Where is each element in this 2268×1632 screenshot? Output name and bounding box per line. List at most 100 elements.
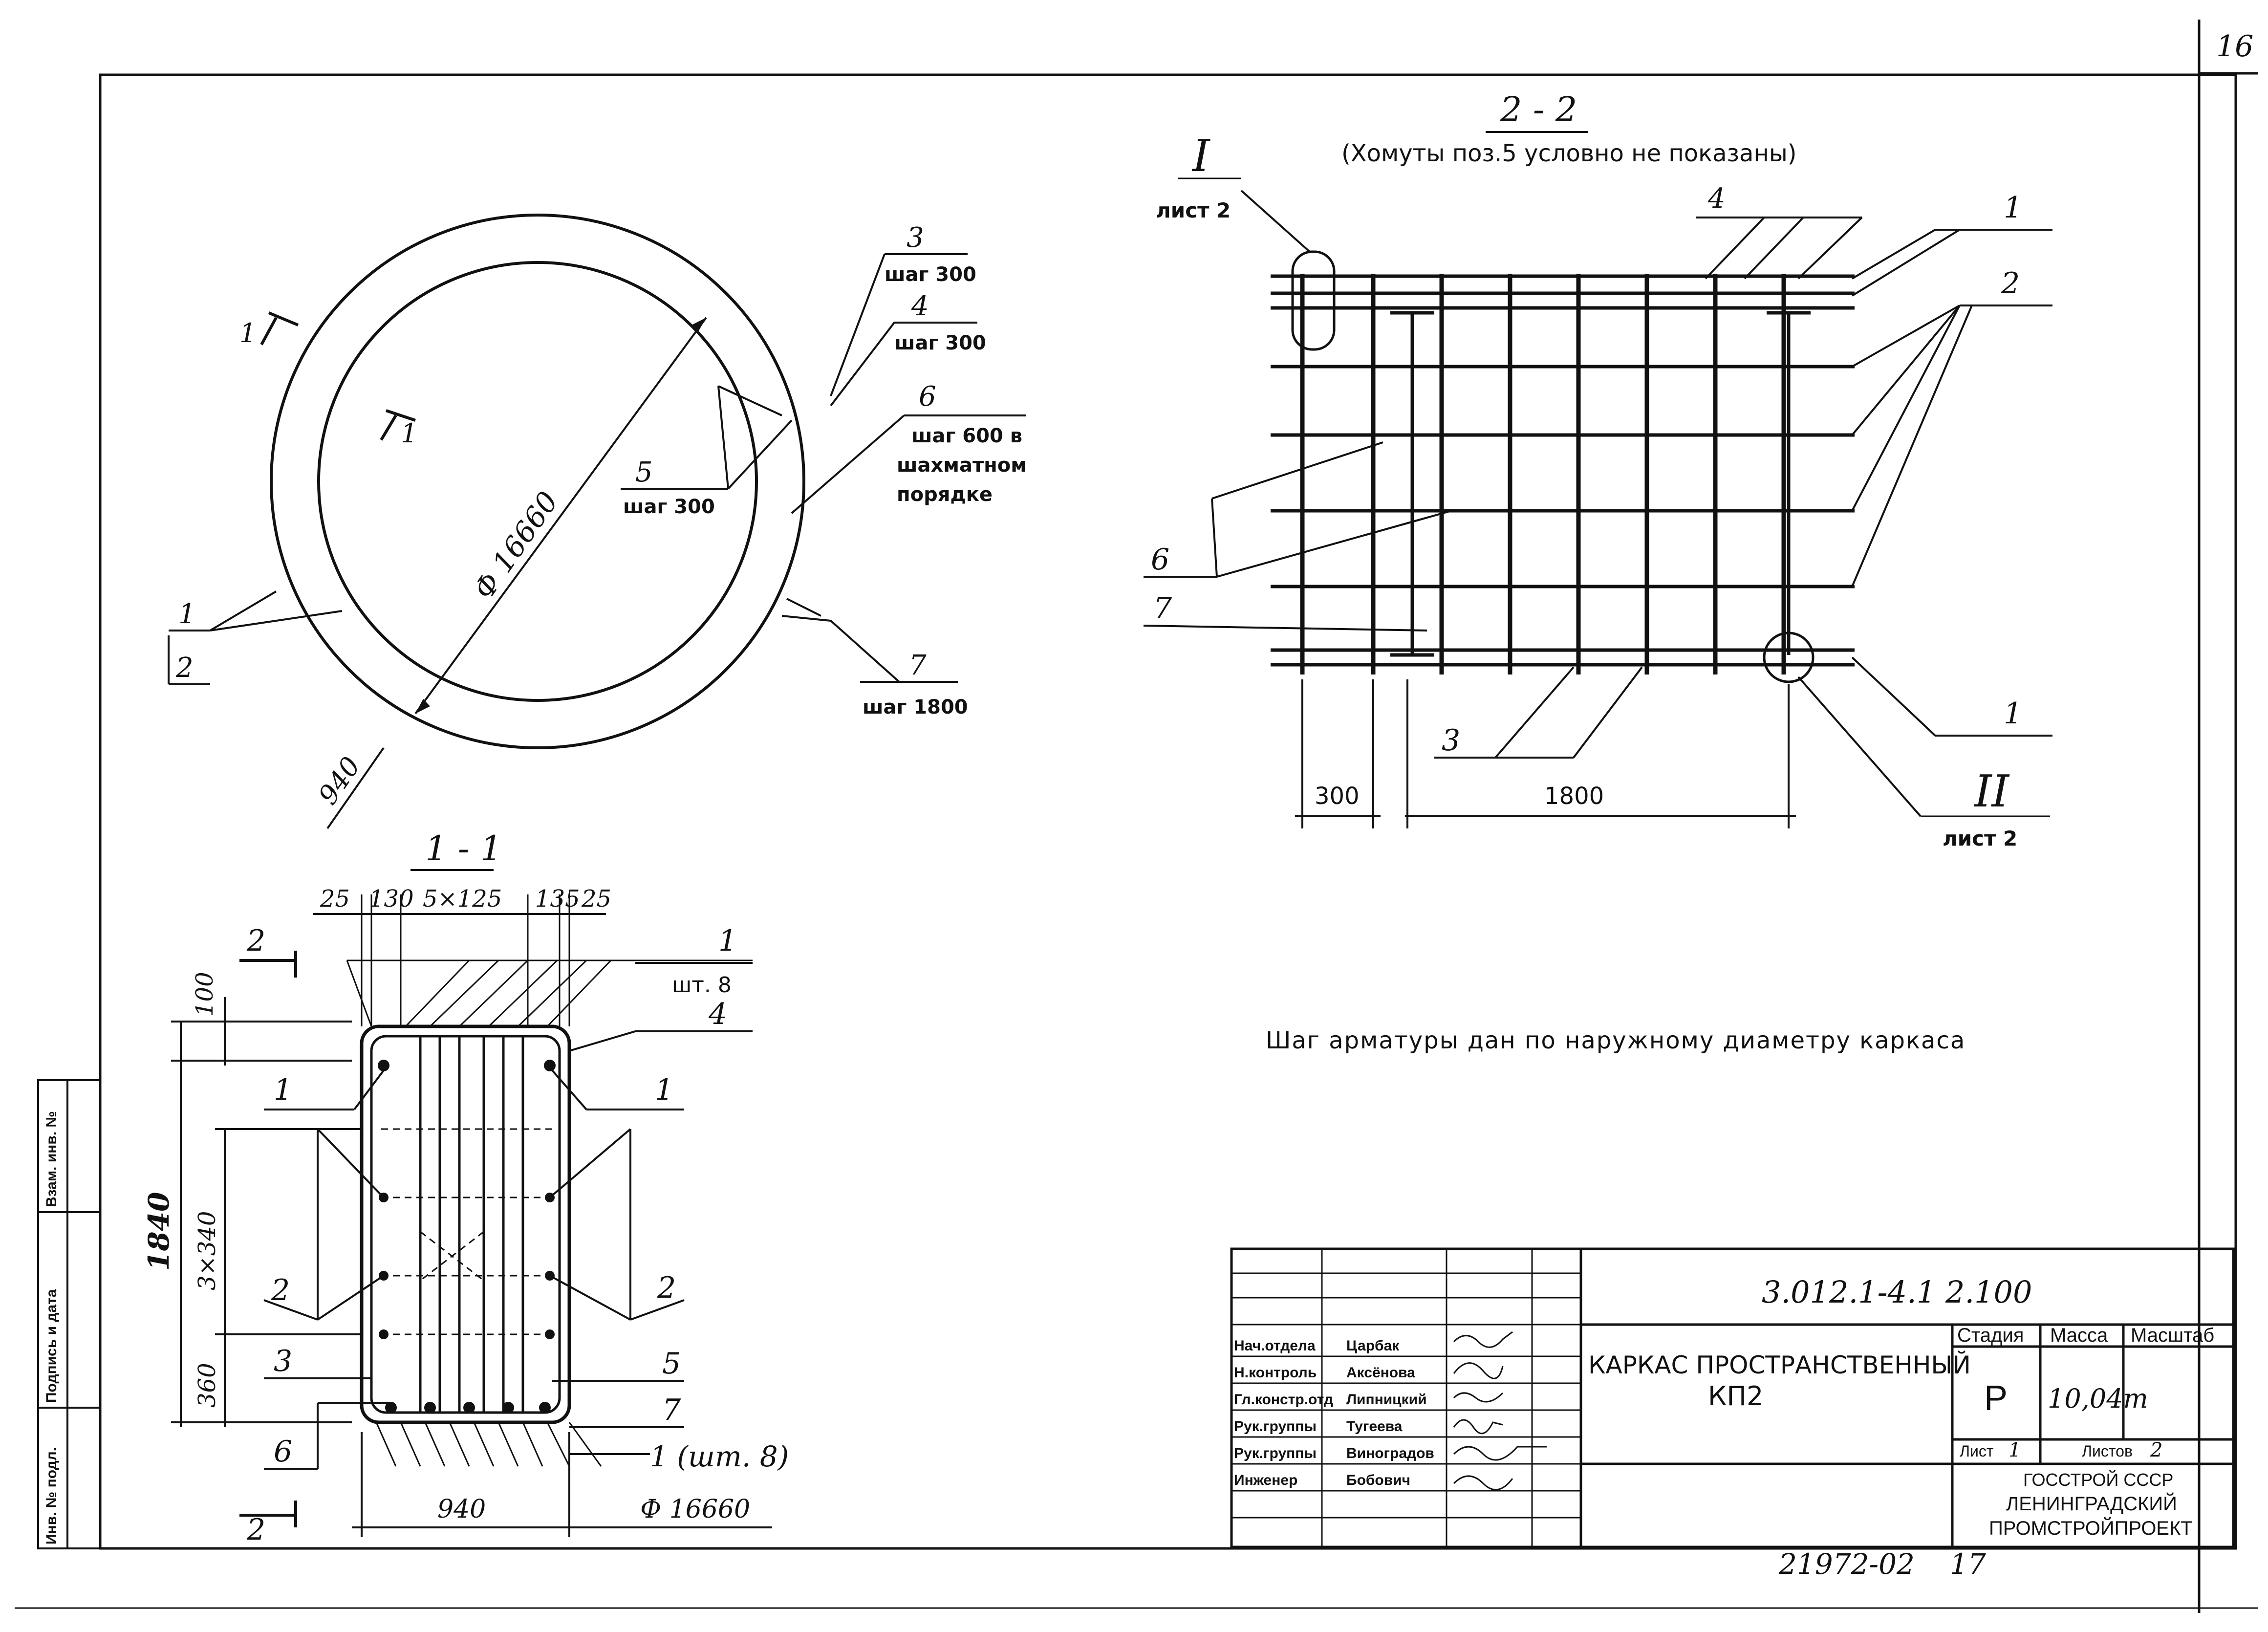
sec11-pos1-bottom: 1 (шт. 8) (650, 1440, 789, 1473)
side-stamp-inv: Инв. № подл. (43, 1447, 60, 1545)
sec22-node1-sheet: лист 2 (1156, 198, 1231, 222)
sec22-pos1-bottom: 1 (2004, 696, 2022, 731)
tb-stage: Р (1984, 1379, 2008, 1418)
tb-staff-name: Аксёнова (1346, 1365, 1415, 1381)
sec11-title: 1 - 1 (425, 828, 502, 869)
sec11-dim135: 135 (535, 885, 580, 913)
sec11-cut-bottom: 2 (246, 1513, 265, 1547)
title-block: 3.012.1-4.1 2.100 КАРКАС ПРОСТРАНСТВЕННЫ… (1230, 1247, 2235, 1548)
tb-staff: Нач.отдела Царбак Н.контроль Аксёнова Гл… (1234, 1338, 1434, 1488)
plan-callout-7: 7 (909, 650, 927, 681)
tb-org-2: ЛЕНИНГРАДСКИЙ (2006, 1492, 2177, 1515)
sec11-pos3: 3 (274, 1344, 292, 1378)
tb-mass: 10,04т (2048, 1383, 2148, 1414)
plan-callout-6: 6 (919, 381, 936, 413)
sec11-pos4: 4 (708, 997, 727, 1031)
section-2-2: 2 - 2 (Хомуты поз.5 условно не показаны)… (1143, 89, 2052, 850)
sec11-dim1840: 1840 (142, 1192, 175, 1271)
sec11-pos2-left: 2 (271, 1273, 290, 1307)
tb-doc-code: 3.012.1-4.1 2.100 (1762, 1274, 2032, 1310)
sec22-node2: II (1973, 766, 2010, 817)
sec22-dim1800: 1800 (1544, 783, 1604, 810)
tb-col-scale: Масштаб (2131, 1325, 2214, 1346)
sec22-pos3: 3 (1442, 723, 1460, 758)
section-1-1: 1 - 1 25 130 5×125 135 25 2 2 (142, 828, 789, 1547)
side-stamp: Инв. № подл. Подпись и дата Взам. инв. № (37, 1079, 101, 1549)
tb-sheet-no: 1 (2009, 1439, 2021, 1461)
drawing-note: Шаг арматуры дан по наружному диаметру к… (1266, 1027, 1966, 1054)
tb-staff-role: Гл.констр.отд (1234, 1392, 1333, 1408)
plan-callout-6-step2: шахматном (897, 454, 1027, 477)
sec22-pos7: 7 (1153, 591, 1172, 626)
tb-staff-name: Тугеева (1346, 1418, 1403, 1435)
tb-col-mass: Масса (2050, 1325, 2108, 1346)
tb-staff-role: Н.контроль (1234, 1365, 1317, 1381)
tb-staff-role: Рук.группы (1234, 1418, 1317, 1435)
stamp-number: 21972-02 (1778, 1547, 1915, 1581)
tb-staff-name: Виноградов (1346, 1445, 1434, 1461)
plan-callout-5-step: шаг 300 (623, 496, 715, 518)
plan-callout-1: 1 (178, 598, 196, 630)
sec11-pos1-right: 1 (655, 1073, 673, 1107)
sec11-dim25-left: 25 (320, 885, 350, 913)
tb-org-3: ПРОМСТРОЙПРОЕКТ (1989, 1517, 2193, 1539)
tb-org-1: ГОССТРОЙ СССР (2023, 1469, 2173, 1490)
tb-sheets-total: 2 (2150, 1439, 2162, 1461)
plan-cut-inner: 1 (401, 418, 417, 449)
sec11-pos7: 7 (662, 1393, 681, 1427)
plan-callout-3: 3 (907, 222, 924, 254)
sec22-pos6: 6 (1151, 543, 1169, 577)
tb-sheet-label: Лист (1960, 1442, 1994, 1460)
sec22-node1: I (1191, 131, 1210, 182)
tb-col-stage: Стадия (1957, 1325, 2024, 1346)
sec22-pos2: 2 (2001, 266, 2020, 301)
sec11-dim940: 940 (437, 1495, 486, 1524)
tb-title-1: КАРКАС ПРОСТРАНСТВЕННЫЙ (1588, 1350, 1971, 1379)
sec11-dim-phi: Ф 16660 (640, 1495, 750, 1524)
sec11-dim130: 130 (369, 885, 414, 913)
sec22-dim300: 300 (1315, 783, 1360, 810)
sec22-subtitle: (Хомуты поз.5 условно не показаны) (1341, 140, 1796, 167)
page-number: 16 (2216, 29, 2253, 64)
side-stamp-replaced: Взам. инв. № (43, 1111, 60, 1207)
sec11-pos5: 5 (662, 1347, 681, 1381)
signatures (1453, 1331, 1547, 1491)
stamp-page: 17 (1950, 1547, 1986, 1581)
plan-cut-top: 1 (239, 318, 256, 348)
sec11-pos1-top-qty: шт. 8 (672, 973, 732, 998)
sec11-cut-top: 2 (246, 924, 265, 958)
plan-callout-5: 5 (635, 457, 653, 488)
sec11-pos2-right: 2 (657, 1271, 676, 1305)
tb-title-2: КП2 (1708, 1381, 1763, 1412)
plan-width: 940 (312, 751, 367, 810)
sec22-node2-sheet: лист 2 (1943, 827, 2017, 850)
sec22-pos4: 4 (1707, 183, 1726, 215)
plan-callout-7-step: шаг 1800 (863, 696, 968, 718)
tb-staff-name: Бобович (1346, 1472, 1410, 1488)
plan-diameter: Ф 16660 (467, 485, 565, 605)
sec11-dim360: 360 (194, 1363, 221, 1408)
tb-staff-role: Нач.отдела (1234, 1338, 1316, 1354)
sec11-dim100: 100 (191, 972, 218, 1017)
sec11-dim5x125: 5×125 (423, 885, 502, 913)
plan-callout-4: 4 (911, 290, 929, 322)
sec11-pos1-left: 1 (274, 1073, 292, 1107)
sec22-pos1-top: 1 (2004, 191, 2022, 225)
side-stamp-sign: Подпись и дата (43, 1289, 60, 1403)
plan-callout-2: 2 (175, 652, 194, 684)
plan-callout-6-step1: шаг 600 в (911, 425, 1022, 447)
tb-staff-role: Инженер (1234, 1472, 1297, 1488)
sec22-title: 2 - 2 (1500, 89, 1577, 130)
plan-callout-4-step: шаг 300 (894, 332, 986, 354)
sec11-dim25-right: 25 (581, 885, 611, 913)
sec11-pos6: 6 (274, 1435, 292, 1469)
sec11-pos1-top: 1 (718, 924, 737, 958)
plan-view: Ф 16660 940 1 1 3 шаг 300 4 шаг 300 5 ша… (168, 214, 1027, 829)
tb-staff-role: Рук.группы (1234, 1445, 1317, 1461)
plan-callout-3-step: шаг 300 (885, 263, 976, 286)
sec11-dim3x340: 3×340 (194, 1211, 221, 1290)
plan-callout-6-step3: порядке (897, 483, 993, 506)
tb-staff-name: Липницкий (1346, 1392, 1427, 1408)
tb-staff-name: Царбак (1346, 1338, 1400, 1354)
